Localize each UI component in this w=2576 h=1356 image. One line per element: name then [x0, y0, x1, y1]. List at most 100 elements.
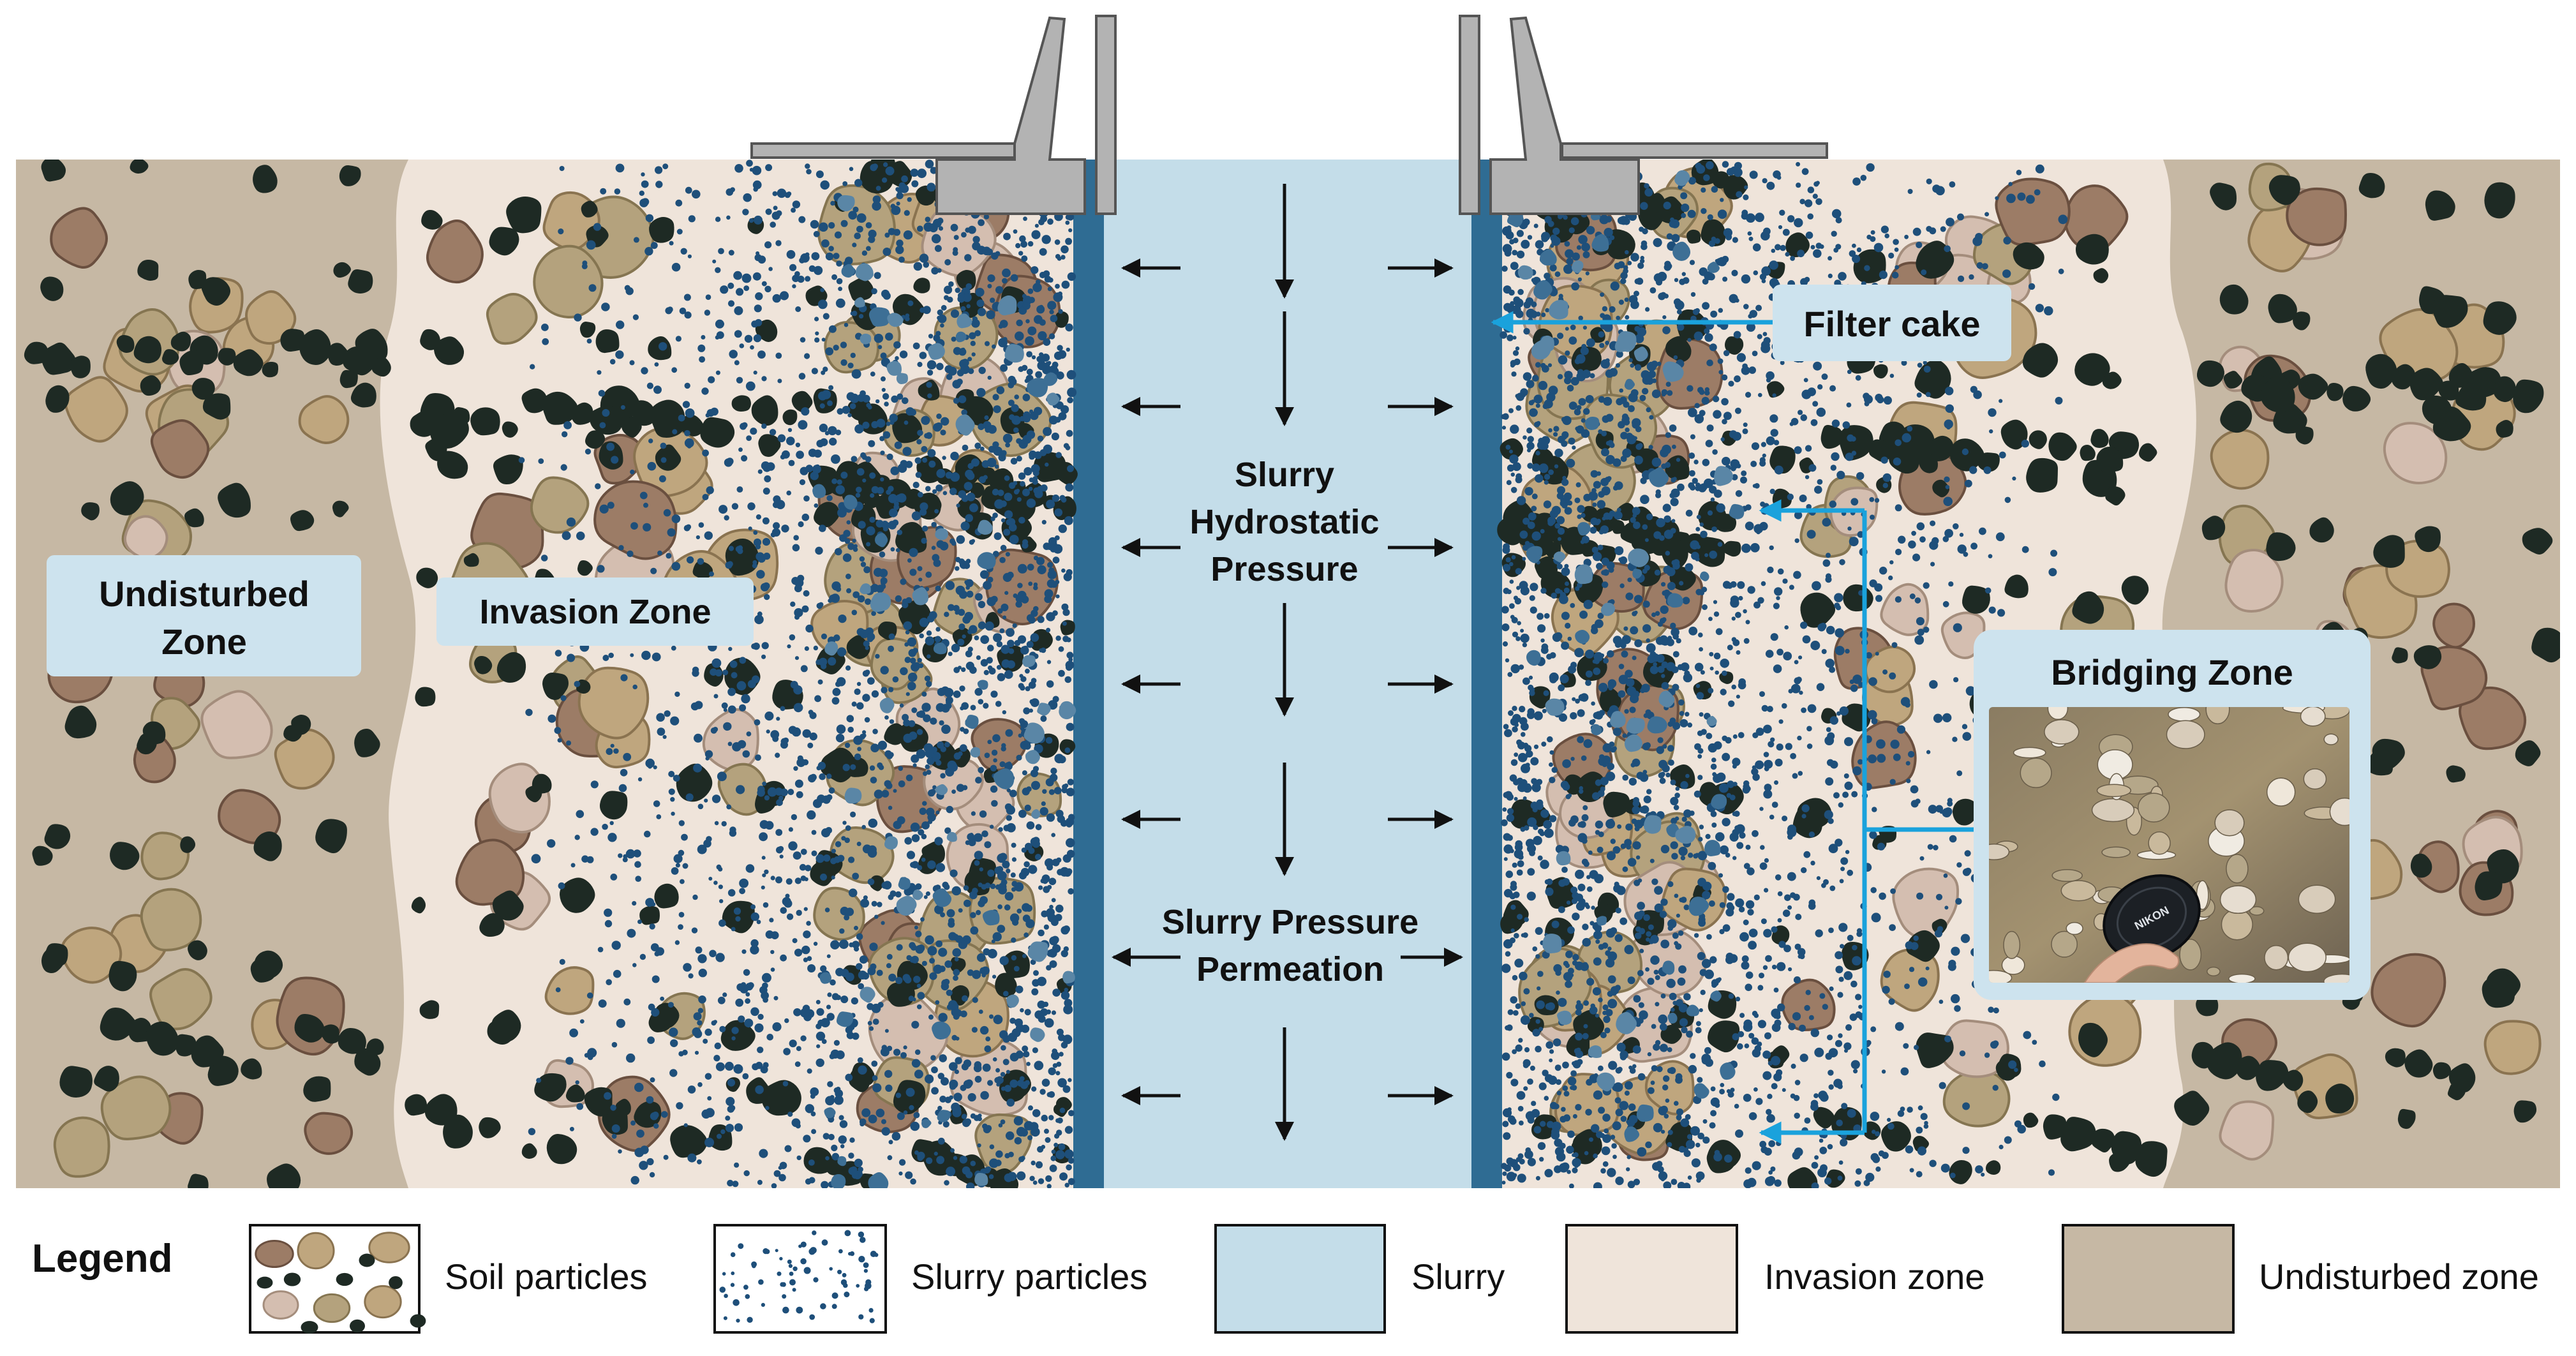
- slurry-particle: [816, 602, 823, 609]
- slurry-particle: [1828, 927, 1834, 934]
- slurry-particle: [870, 493, 875, 498]
- slurry-particle: [1831, 209, 1842, 219]
- slurry-particle: [1798, 410, 1803, 415]
- slurry-particle: [875, 519, 884, 528]
- slurry-particle: [731, 672, 738, 679]
- slurry-particle: [814, 317, 819, 322]
- slurry-particle: [889, 414, 898, 422]
- slurry-particle: [1842, 791, 1849, 798]
- dark-grain: [849, 1069, 870, 1092]
- slurry-particle: [1664, 260, 1671, 267]
- dark-grain: [1657, 196, 1685, 223]
- slurry-particle: [1001, 1045, 1006, 1051]
- slurry-particle: [602, 409, 610, 417]
- slurry-particle: [897, 393, 904, 400]
- slurry-particle: [801, 945, 810, 955]
- dark-grain: [2392, 647, 2408, 664]
- slurry-particle: [687, 443, 692, 449]
- slurry-particle: [979, 476, 986, 484]
- slurry-particle: [1550, 1101, 1558, 1110]
- slurry-particle: [1050, 768, 1057, 775]
- slurry-particle: [962, 634, 966, 639]
- slurry-particle: [559, 958, 565, 965]
- dark-grain: [2455, 382, 2487, 411]
- slurry-particle: [992, 551, 999, 557]
- slurry-particle: [826, 794, 833, 801]
- slurry-particle: [678, 414, 685, 422]
- slurry-particle: [632, 684, 637, 690]
- slurry-particle: [787, 789, 794, 796]
- slurry-particle: [1940, 1163, 1950, 1173]
- slurry-particle: [864, 717, 870, 723]
- dark-grain: [1977, 452, 2000, 472]
- slurry-particle: [1014, 1018, 1023, 1027]
- slurry-particle: [709, 950, 717, 958]
- slurry-particle: [693, 1012, 702, 1021]
- slurry-particle: [1052, 495, 1060, 502]
- slurry-particle: [867, 1002, 874, 1010]
- slurry-particle: [978, 1114, 982, 1118]
- dark-grain: [803, 1147, 833, 1174]
- slurry-particle: [741, 949, 747, 954]
- slurry-particle: [1039, 648, 1043, 653]
- slurry-particle: [718, 919, 726, 927]
- slurry-particle: [1624, 709, 1629, 714]
- slurry-particle: [995, 1159, 1002, 1166]
- slurry-particle: [1646, 513, 1653, 521]
- slurry-particle: [834, 1095, 844, 1105]
- slurry-particle: [880, 451, 885, 456]
- slurry-particle: [855, 493, 861, 498]
- slurry-particle: [1506, 1071, 1513, 1079]
- slurry-particle: [949, 488, 957, 495]
- slurry-particle: [1068, 1157, 1075, 1164]
- slurry-particle: [861, 824, 866, 830]
- slurry-particle: [1801, 707, 1807, 713]
- slurry-particle: [978, 219, 983, 224]
- slurry-particle: [918, 491, 923, 498]
- slurry-particle: [624, 285, 630, 291]
- slurry-particle: [688, 215, 696, 223]
- slurry-particle: [1627, 976, 1635, 985]
- slurry-particle: [1061, 819, 1068, 827]
- slurry-particle: [1745, 844, 1751, 850]
- slurry-particle: [696, 535, 700, 540]
- slurry-particle: [775, 352, 782, 359]
- slurry-particle: [1874, 583, 1883, 592]
- slurry-particle: [867, 878, 875, 886]
- slurry-particle: [597, 565, 605, 573]
- soil-particle: [100, 1075, 172, 1141]
- slurry-particle: [771, 1183, 777, 1188]
- slurry-particle: [750, 904, 756, 910]
- slurry-particle: [777, 188, 787, 198]
- dark-grain: [2282, 1069, 2304, 1091]
- slurry-particle: [844, 322, 849, 327]
- dark-grain: [720, 1020, 756, 1051]
- slurry-particle: [833, 1039, 840, 1046]
- slurry-particle: [1066, 817, 1075, 826]
- slurry-particle: [1006, 1098, 1015, 1107]
- slurry-particle: [941, 724, 951, 734]
- slurry-particle: [1558, 590, 1563, 594]
- slurry-particle: [1984, 587, 1992, 594]
- slurry-particle: [1501, 1052, 1510, 1061]
- slurry-particle: [999, 628, 1005, 634]
- slurry-particle: [1004, 904, 1011, 911]
- slurry-particle: [757, 469, 763, 474]
- slurry-particle: [1738, 595, 1743, 601]
- slurry-particle: [1807, 704, 1817, 713]
- dark-grain: [1842, 942, 1869, 971]
- dark-grain: [2090, 429, 2109, 448]
- slurry-particle: [745, 381, 756, 391]
- grain-layer: [24, 160, 2560, 1188]
- slurry-particle: [1034, 1010, 1043, 1019]
- soil-particle: [533, 244, 604, 318]
- slurry-particle: [1704, 1047, 1711, 1054]
- slurry-particle: [713, 694, 718, 699]
- slurry-particle: [704, 798, 708, 803]
- slurry-particle: [1585, 680, 1591, 686]
- slurry-particle: [1706, 424, 1714, 432]
- slurry-particle: [1773, 664, 1782, 673]
- slurry-particle: [630, 522, 638, 530]
- slurry-particle: [1061, 405, 1069, 414]
- slurry-particle: [1570, 815, 1579, 824]
